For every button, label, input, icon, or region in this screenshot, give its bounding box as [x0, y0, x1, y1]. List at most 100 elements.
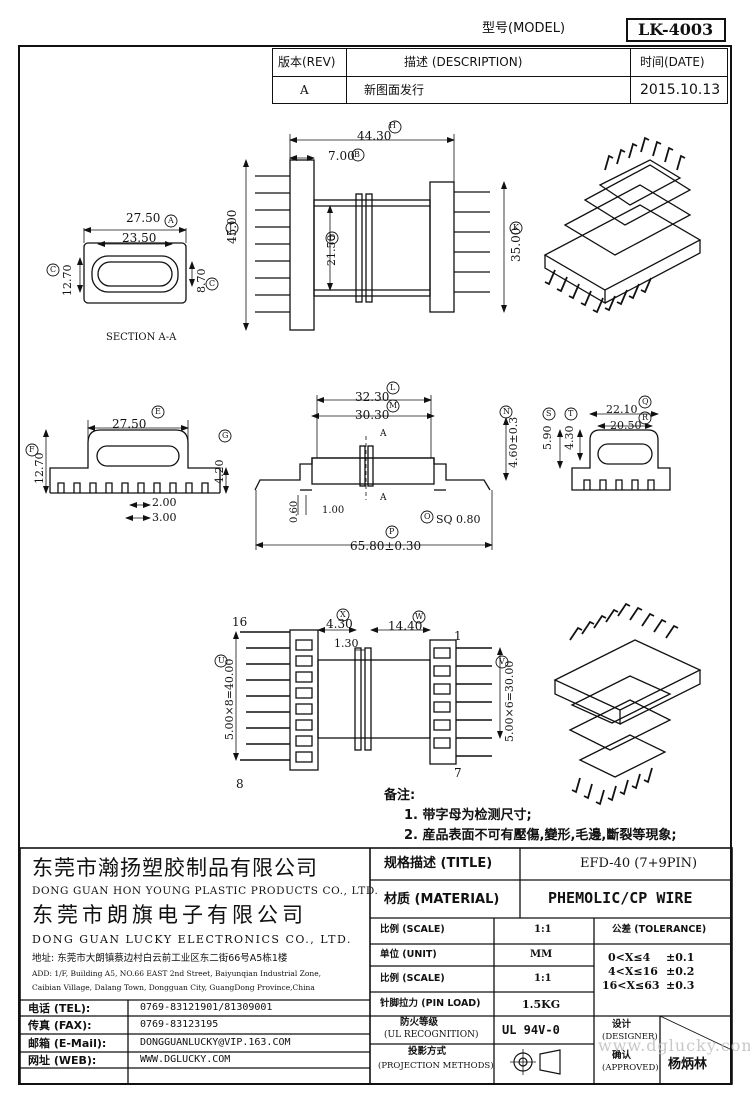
date-label: 时间(DATE): [640, 55, 705, 69]
tol-range-1: 0<X≤4: [608, 951, 651, 964]
company-address-cn: 地址: 东莞市大朗镇蔡边村白云前工业区东二街66号A5栋1楼: [32, 953, 288, 964]
tol-value-2: ±0.2: [666, 965, 695, 978]
tol-value-3: ±0.3: [666, 979, 695, 992]
fax-value: 0769-83123195: [140, 1019, 219, 1030]
ul-label-en: (UL RECOGNITION): [384, 1030, 479, 1040]
tol-range-3: 16<X≤63: [602, 979, 660, 992]
cut-mark-a-top: A: [380, 429, 387, 439]
circle-label-U: U: [218, 656, 225, 665]
note-2: 2. 産品表面不可有壓傷,變形,毛邊,斷裂等現象;: [404, 828, 677, 843]
pin-label-16: 16: [232, 615, 248, 629]
model-label: 型号(MODEL): [482, 21, 566, 36]
web-label: 网址 (WEB):: [28, 1054, 97, 1067]
dim-H: 44.30: [357, 129, 392, 143]
dim-B: 7.00: [328, 149, 355, 163]
projection-symbol: [510, 1049, 561, 1075]
note-1: 1. 带字母为检测尺寸;: [404, 808, 532, 823]
tol-value-1: ±0.1: [666, 951, 695, 964]
unit-label: 单位 (UNIT): [380, 949, 437, 960]
right-side-view: [557, 411, 671, 491]
dim-left-width: 1.00: [322, 505, 345, 516]
front-view-middle: [254, 395, 509, 550]
dimension-markers: [25, 120, 652, 669]
cut-mark-a-bottom: A: [380, 493, 387, 503]
circle-label-F: F: [29, 445, 35, 454]
dim-Q: 22.10: [606, 403, 638, 416]
isometric-view-2: [553, 602, 702, 806]
company-address-en-1: ADD: 1/F, Building A5, NO.66 EAST 2nd St…: [32, 969, 322, 978]
email-value[interactable]: DONGGUANLUCKY@VIP.163.COM: [140, 1037, 291, 1048]
pin-label-8: 8: [236, 777, 244, 791]
circle-label-O: O: [424, 512, 431, 521]
scale-value: 1:1: [534, 924, 552, 935]
dim-X: 4.30: [326, 617, 353, 631]
circle-label-K: K: [513, 223, 519, 232]
circle-label-L: L: [390, 383, 396, 392]
dim-E: 27.50: [112, 417, 147, 431]
circle-label-W: W: [415, 612, 424, 621]
dim-V: 5.00×6=30.00: [503, 660, 516, 742]
dim-pin-pitch: 2.00: [152, 496, 177, 509]
pin-label-1: 1: [454, 629, 462, 643]
dim-L: 32.30: [355, 390, 390, 404]
date-value: 2015.10.13: [640, 82, 721, 98]
circle-label-J: J: [229, 223, 233, 232]
dim-F: 12.70: [33, 452, 46, 485]
dim-left-height: 0.60: [289, 500, 300, 523]
dim-A: 27.50: [126, 211, 161, 225]
circle-label-X: X: [340, 610, 346, 619]
model-box: [626, 18, 726, 42]
dim-K: 35.00: [509, 227, 523, 262]
watermark: www.dglucky.com: [598, 1036, 750, 1055]
dim-M: 30.30: [355, 408, 390, 422]
pinload-value: 1.5KG: [522, 998, 561, 1011]
web-value[interactable]: WWW.DGLUCKY.COM: [140, 1054, 231, 1065]
rev-value: A: [300, 83, 309, 97]
circle-label-D: D: [329, 233, 336, 242]
company-name-2-en: DONG GUAN LUCKY ELECTRONICS CO., LTD.: [32, 933, 352, 946]
dim-N: 4.60±0.3: [507, 416, 520, 468]
tol-range-2: 4<X≤16: [608, 965, 658, 978]
model-value: LK-4003: [638, 20, 714, 39]
dim-O: SQ 0.80: [436, 513, 481, 526]
circle-label-N: N: [503, 407, 510, 416]
dim-R: 20.50: [610, 419, 642, 432]
ul-value: UL 94V-0: [502, 1023, 560, 1037]
tel-value[interactable]: 0769-83121901/81309001: [140, 1002, 273, 1013]
front-view-left: [43, 420, 229, 521]
tolerance-label: 公差 (TOLERANCE): [612, 924, 707, 935]
desc-label: 描述 (DESCRIPTION): [404, 55, 523, 69]
desc-value: 新图面发行: [364, 83, 425, 97]
scale2-value: 1:1: [534, 973, 552, 984]
dim-A-inner: 23.50: [122, 231, 157, 245]
circle-label-C-right: C: [209, 279, 216, 288]
circle-label-S: S: [546, 409, 552, 418]
dim-G: 4.20: [213, 459, 226, 485]
scale-label: 比例 (SCALE): [380, 924, 445, 935]
circle-label-M: M: [389, 401, 398, 410]
designer-label-cn: 设计: [612, 1019, 632, 1030]
email-label: 邮箱 (E-Mail):: [28, 1037, 107, 1050]
dim-P: 65.80±0.30: [350, 539, 422, 553]
notes-title: 备注:: [384, 788, 416, 803]
approved-value: 杨炳林: [668, 1057, 708, 1072]
projection-label-en: (PROJECTION METHODS): [378, 1061, 494, 1071]
section-label: SECTION A-A: [106, 332, 177, 343]
pin-label-7: 7: [454, 766, 462, 780]
circle-label-A: A: [168, 216, 174, 225]
top-side-view: [243, 134, 507, 331]
unit-value: MM: [530, 949, 553, 960]
approved-label-en: (APPROVED): [602, 1063, 659, 1073]
dim-C2: 8.70: [195, 268, 208, 294]
company-name-1-en: DONG GUAN HON YOUNG PLASTIC PRODUCTS CO.…: [32, 885, 379, 897]
dim-W: 14.40: [388, 619, 423, 633]
pinload-label: 针脚拉力 (PIN LOAD): [380, 998, 481, 1009]
rev-label: 版本(REV): [278, 55, 336, 69]
circle-label-Q: Q: [642, 397, 649, 406]
fax-label: 传真 (FAX):: [28, 1019, 92, 1032]
dim-S: 5.90: [541, 425, 554, 451]
spec-title-value: EFD-40 (7+9PIN): [580, 856, 698, 871]
circle-label-T: T: [568, 409, 574, 418]
title-block-lines: [19, 847, 733, 1085]
material-value: PHEMOLIC/CP WIRE: [548, 889, 693, 907]
